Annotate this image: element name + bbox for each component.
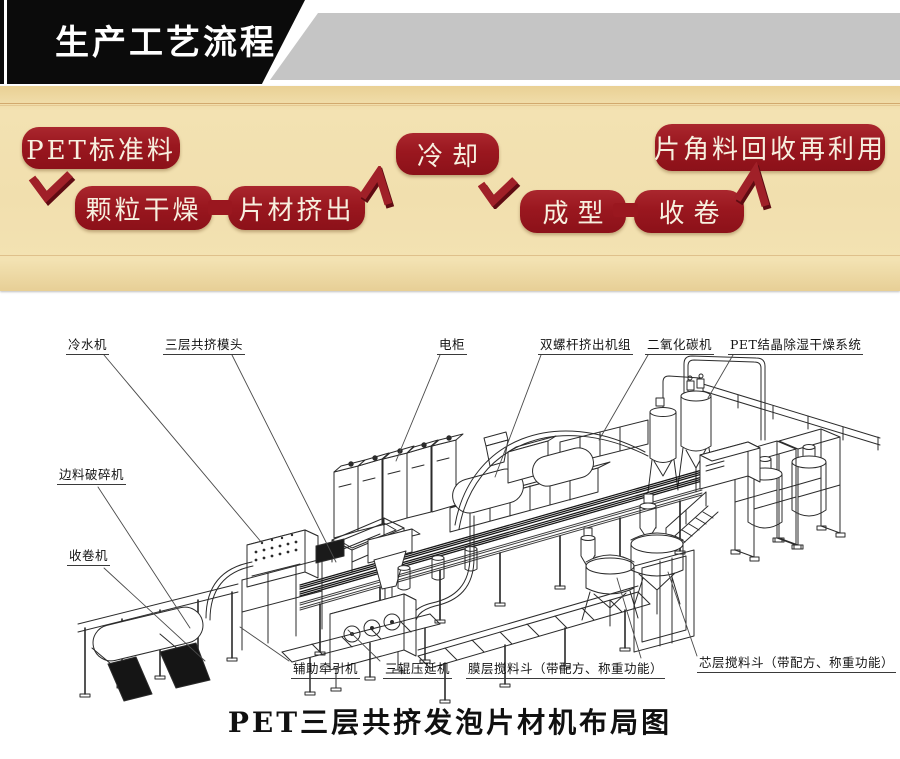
flow-connector — [208, 200, 232, 215]
wood-grain-line — [0, 105, 900, 106]
label-co2-machine: 二氧化碳机 — [645, 334, 715, 355]
mixing-hoppers — [580, 493, 684, 627]
flow-node-forming: 成型 — [520, 190, 626, 233]
flow-arrow-up-icon — [734, 162, 772, 211]
flow-connector — [613, 203, 638, 217]
winder — [77, 538, 345, 702]
flow-node-scrap-recycle: 片角料回收再利用 — [654, 124, 885, 171]
label-three-roll-calender: 三辊压延机 — [383, 658, 453, 679]
leader-lines — [97, 354, 734, 662]
label-coextrusion-die: 三层共挤模头 — [163, 334, 246, 355]
flow-arrow-down-icon — [478, 177, 521, 209]
header-banner: 生产工艺流程 — [12, 0, 305, 84]
label-aux-traction: 辅助牵引机 — [291, 658, 361, 679]
feed-hopper — [367, 528, 421, 602]
low-conveyor — [281, 613, 441, 696]
label-electrical-cabinet: 电柜 — [437, 334, 468, 355]
accent-bar-2 — [7, 0, 12, 84]
page-title: 生产工艺流程 — [55, 23, 277, 63]
overhead-pipe — [454, 430, 649, 530]
flow-node-pet-material: PET标准料 — [22, 127, 180, 169]
flow-arrow-down-icon — [28, 171, 76, 207]
diagram-caption: PET三层共挤发泡片材机布局图 — [227, 706, 673, 739]
label-twin-screw-extruder: 双螺杆挤出机组 — [538, 334, 634, 355]
extruder-group — [449, 419, 649, 533]
flow-node-cooling: 冷却 — [396, 133, 499, 175]
gray-ribbon — [270, 13, 900, 80]
accent-bar-1 — [0, 0, 4, 84]
calender — [329, 593, 417, 692]
label-chiller: 冷水机 — [66, 334, 110, 355]
control-cabinet — [246, 529, 319, 588]
wood-grain-line — [0, 103, 900, 104]
traction-conveyor — [417, 585, 651, 704]
label-pet-drying-system: PET结晶除湿干燥系统 — [728, 334, 864, 355]
flow-arrow-up-icon — [360, 166, 395, 209]
guard-rail — [702, 383, 881, 451]
label-film-layer-hopper: 膜层搅料斗（带配方、称重功能） — [466, 658, 666, 679]
electrical-cabinets — [333, 433, 464, 539]
label-winder: 收卷机 — [67, 545, 111, 566]
wood-grain-line — [0, 255, 900, 256]
platform-cabinet — [699, 441, 761, 490]
flow-node-sheet-extrusion: 片材挤出 — [228, 186, 365, 230]
flow-node-winding: 收卷 — [634, 190, 744, 233]
label-edge-crusher: 边料破碎机 — [57, 464, 127, 485]
flow-node-pellet-drying: 颗粒干燥 — [75, 186, 212, 230]
gate-frames — [633, 549, 695, 653]
label-core-layer-hopper: 芯层搅料斗（带配方、称重功能） — [697, 652, 897, 673]
